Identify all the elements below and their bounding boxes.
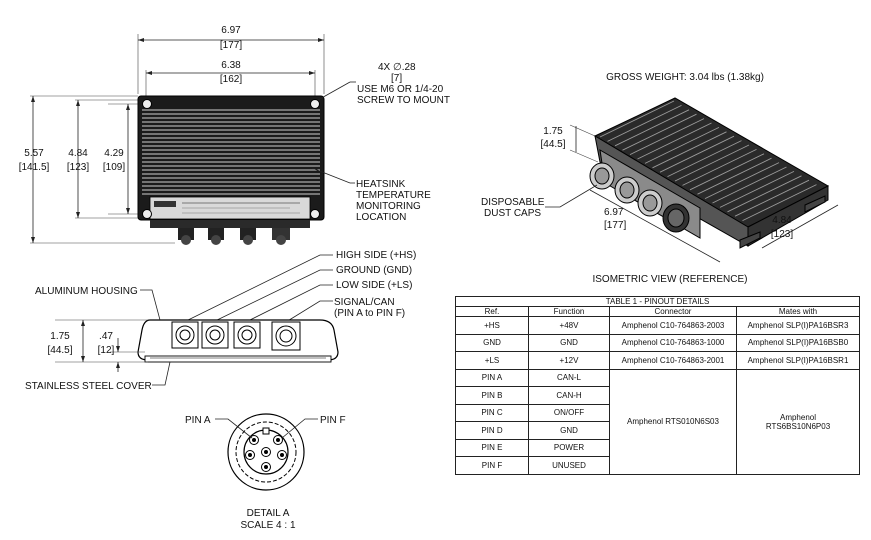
signal-connector-cell: Amphenol RTS010N6S03 <box>609 368 737 475</box>
hole-note-line2: [7] <box>391 73 402 84</box>
height-overall-label: 5.57 <box>24 148 44 159</box>
stainless-cover-label: STAINLESS STEEL COVER <box>25 381 152 392</box>
iso-caption: ISOMETRIC VIEW (REFERENCE) <box>592 274 747 285</box>
side-height-label: 1.75 <box>50 331 70 342</box>
iso-depth-mm-label: [123] <box>771 229 793 240</box>
height-overall-mm-label: [141.5] <box>19 162 50 173</box>
iso-width-label: 6.97 <box>604 207 624 218</box>
dust-caps <box>589 162 690 233</box>
logo-mark <box>154 201 176 207</box>
side-view: HIGH SIDE (+HS) GROUND (GND) LOW SIDE (+… <box>25 250 416 392</box>
col-function: Function <box>528 306 610 317</box>
iso-depth-label: 4.84 <box>772 215 792 226</box>
mount-hole-icon <box>310 209 320 219</box>
mount-hole-icon <box>142 209 152 219</box>
mount-hole-icon <box>310 99 320 109</box>
height-holes-label: 4.29 <box>104 148 124 159</box>
mount-hole-icon <box>142 99 152 109</box>
heatsink-line3: MONITORING <box>356 201 421 212</box>
pinout-table: TABLE 1 - PINOUT DETAILS Ref. Function C… <box>455 296 860 475</box>
heatsink-line1: HEATSINK <box>356 179 406 190</box>
dust-caps-line1: DISPOSABLE <box>481 197 545 208</box>
callout-signal-line1: SIGNAL/CAN <box>334 297 395 308</box>
pin-f-label: PIN F <box>320 415 346 426</box>
hole-spacing-label: 6.38 <box>221 60 241 71</box>
callout-ground: GROUND (GND) <box>336 265 412 276</box>
overall-width-label: 6.97 <box>221 25 241 36</box>
top-view: 6.97 [177] 6.38 [162] 5.57 [141.5] 4.84 … <box>19 25 450 245</box>
iso-height-mm-label: [44.5] <box>540 139 565 150</box>
callout-signal-line2: (PIN A to PIN F) <box>334 308 405 319</box>
gross-weight-label: GROSS WEIGHT: 3.04 lbs (1.38kg) <box>606 72 764 83</box>
iso-height-label: 1.75 <box>543 126 563 137</box>
iso-width-mm-label: [177] <box>604 220 626 231</box>
hole-note-line3: USE M6 OR 1/4-20 <box>357 84 444 95</box>
col-mates: Mates with <box>736 306 860 317</box>
heatsink-fins <box>142 109 320 195</box>
detail-a: PIN A PIN F DETAIL A SCALE 4 : 1 <box>185 413 346 531</box>
height-body-label: 4.84 <box>68 148 88 159</box>
hole-note-line4: SCREW TO MOUNT <box>357 95 450 106</box>
height-holes-mm-label: [109] <box>103 162 125 173</box>
aluminum-housing-label: ALUMINUM HOUSING <box>35 286 138 297</box>
hole-note-line1: 4X ∅.28 <box>378 62 416 73</box>
hole-spacing-mm-label: [162] <box>220 74 242 85</box>
col-ref: Ref. <box>455 306 529 317</box>
table-caption: TABLE 1 - PINOUT DETAILS <box>455 296 860 307</box>
callout-high-side: HIGH SIDE (+HS) <box>336 250 416 261</box>
side-height-mm-label: [44.5] <box>47 345 72 356</box>
overall-width-mm-label: [177] <box>220 40 242 51</box>
pin-a-label: PIN A <box>185 415 211 426</box>
detail-scale: SCALE 4 : 1 <box>240 520 295 531</box>
pin-contacts <box>245 435 287 472</box>
connector-edge <box>150 220 310 228</box>
heatsink-line2: TEMPERATURE <box>356 190 431 201</box>
isometric-view: GROSS WEIGHT: 3.04 lbs (1.38kg) 1.75 [44… <box>481 72 839 285</box>
callout-low-side: LOW SIDE (+LS) <box>336 280 412 291</box>
heatsink-line4: LOCATION <box>356 212 406 223</box>
cover-height-mm-label: [12] <box>98 345 115 356</box>
dust-caps-line2: DUST CAPS <box>484 208 541 219</box>
height-body-mm-label: [123] <box>67 162 89 173</box>
detail-title: DETAIL A <box>247 508 290 519</box>
iso-heatsink-fins <box>599 100 817 222</box>
side-cover <box>144 355 332 363</box>
side-connectors <box>171 321 301 351</box>
cover-height-label: .47 <box>99 331 113 342</box>
col-connector: Connector <box>609 306 737 317</box>
top-connectors <box>178 228 290 245</box>
